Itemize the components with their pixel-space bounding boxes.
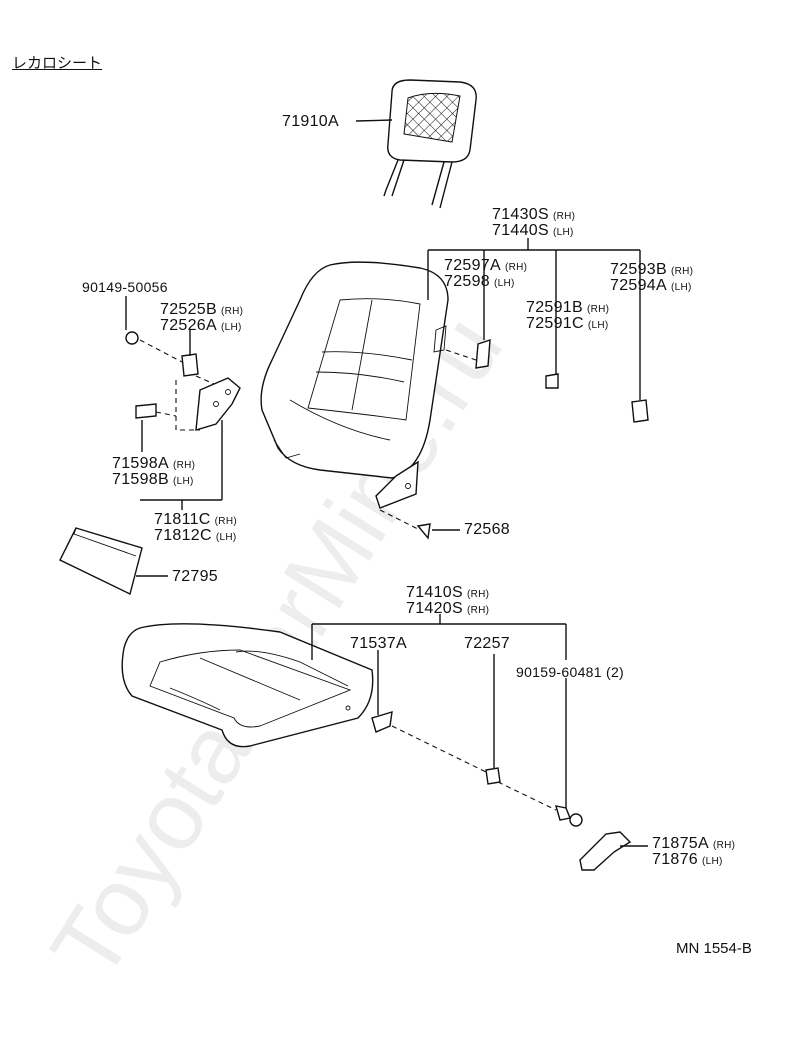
label-cushion-clip: 72257 xyxy=(464,635,510,652)
label-cover-d-rh: 71875A(RH) xyxy=(652,835,736,852)
label-cover-d-lh: 71876(LH) xyxy=(652,851,723,868)
headrest-drawing xyxy=(383,79,477,209)
diagram-title: レカロシート xyxy=(12,55,103,72)
label-hinge-rh: 72525B(RH) xyxy=(160,301,244,318)
clip-drawing xyxy=(416,523,431,540)
label-cap-lh: 72591C(LH) xyxy=(526,315,609,332)
label-back-rh: 71430S(RH) xyxy=(492,206,576,223)
label-hinge-lh: 72526A(LH) xyxy=(160,317,242,334)
label-cushion-bracket: 71537A xyxy=(350,635,407,652)
label-bolt-a: 90149-50056 xyxy=(82,279,168,295)
cover-b-drawing xyxy=(631,399,649,423)
cover-d-drawing xyxy=(579,831,632,871)
diagram-code: MN 1554-B xyxy=(676,940,752,957)
label-cover-c-rh: 71598A(RH) xyxy=(112,455,196,472)
label-bolt-b: 90159-60481 (2) xyxy=(516,664,625,680)
label-bracket-lh: 71812C(LH) xyxy=(154,527,237,544)
seat-cushion-drawing xyxy=(121,623,374,748)
leader-headrest xyxy=(355,119,393,122)
pad-drawing xyxy=(59,527,168,596)
label-back-lh: 71440S(LH) xyxy=(492,222,574,239)
cushion-clip-drawing xyxy=(485,767,501,785)
label-cover-a-lh: 72598(LH) xyxy=(444,273,515,290)
seat-back-drawing xyxy=(260,261,449,509)
label-cap-rh: 72591B(RH) xyxy=(526,299,610,316)
cap-drawing xyxy=(545,373,559,389)
label-pad: 72795 xyxy=(172,568,218,585)
label-cover-b-lh: 72594A(LH) xyxy=(610,277,692,294)
left-parts-drawing xyxy=(125,296,241,510)
label-cover-c-lh: 71598B(LH) xyxy=(112,471,194,488)
label-cushion-rh: 71410S(RH) xyxy=(406,584,490,601)
label-cushion-lh: 71420S(RH) xyxy=(406,600,490,617)
bolt-b-drawing xyxy=(555,805,583,827)
label-clip: 72568 xyxy=(464,521,510,538)
label-cover-a-rh: 72597A(RH) xyxy=(444,257,528,274)
cover-a-drawing xyxy=(475,339,491,369)
label-bracket-rh: 71811C(RH) xyxy=(154,511,237,528)
leader-back-group xyxy=(427,238,641,400)
cushion-bracket-drawing xyxy=(371,711,393,733)
label-cover-b-rh: 72593B(RH) xyxy=(610,261,694,278)
leader-cushion-group xyxy=(311,614,567,810)
label-headrest: 71910A xyxy=(282,113,339,130)
